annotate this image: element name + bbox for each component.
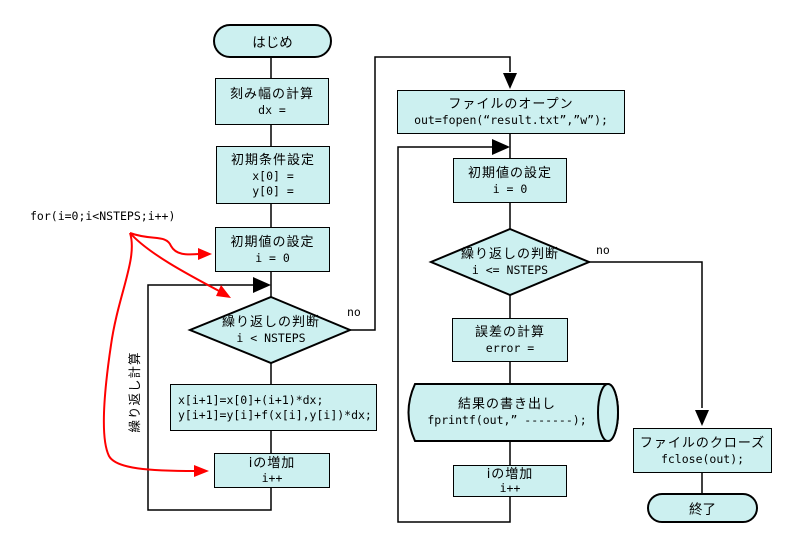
file-close-title: ファイルのクローズ [639, 435, 766, 451]
arrowhead-into-fileclose [695, 410, 709, 426]
write-result-code: fprintf(out,” -------); [427, 413, 587, 427]
for-loop-label: for(i=0;i<NSTEPS;i++) [30, 209, 176, 223]
end-label: 終了 [689, 502, 716, 518]
arrowhead-loop-junction-right [492, 139, 510, 155]
increment-code-right: i++ [499, 480, 521, 495]
file-open-code: out=fopen(“result.txt”,”w”); [414, 113, 608, 127]
red-arrowhead-decision [216, 285, 231, 298]
step-width-title: 刻み幅の計算 [229, 86, 314, 102]
increment-box-right: iの増加 i++ [453, 465, 567, 497]
decision-diamond-right [428, 227, 592, 297]
increment-box-left: iの増加 i++ [214, 453, 330, 488]
red-arrowhead-initvalue [198, 248, 212, 260]
start-terminal: はじめ [213, 24, 332, 58]
red-arrow-to-increment [102, 232, 197, 472]
error-calc-box: 誤差の計算 error = [452, 318, 568, 362]
decision-right-text: 繰り返しの判断 i <= NSTEPS [430, 234, 590, 290]
init-conditions-box: 初期条件設定 x[0] = y[0] = [216, 146, 330, 204]
file-open-title: ファイルのオープン [448, 97, 574, 112]
decision-right-cond: i <= NSTEPS [471, 263, 549, 277]
calc-line1: x[i+1]=x[0]+(i+1)*dx; [178, 392, 324, 407]
increment-title-right: iの増加 [486, 466, 534, 482]
end-terminal: 終了 [647, 493, 758, 523]
no-label-right: no [596, 243, 610, 257]
init-value-box-right: 初期値の設定 i = 0 [453, 158, 567, 203]
arrowhead-into-fileopen [503, 73, 517, 89]
init-value-title-right: 初期値の設定 [467, 165, 552, 181]
loop-back-right [397, 146, 511, 523]
init-value-box-left: 初期値の設定 i = 0 [215, 227, 330, 272]
increment-code-left: i++ [261, 470, 283, 485]
red-arrowhead-increment [194, 465, 209, 477]
no-branch-right-to-fileclose [589, 261, 703, 408]
calc-box: x[i+1]=x[0]+(i+1)*dx; y[i+1]=y[i]+f(x[i]… [170, 384, 377, 431]
loop-back-left [147, 284, 272, 511]
file-close-box: ファイルのクローズ fclose(out); [633, 428, 772, 473]
write-result-text: 結果の書き出し fprintf(out,” -------); [418, 388, 596, 436]
init-conditions-title: 初期条件設定 [230, 152, 315, 168]
cylinder-write-result-end [597, 383, 619, 442]
step-width-code: dx = [258, 102, 286, 117]
arrowhead-loop-junction-left [253, 277, 271, 293]
red-arrow-to-initvalue [129, 232, 200, 256]
decision-left-text: 繰り返しの判断 i < NSTEPS [191, 302, 351, 358]
decision-right-title: 繰り返しの判断 [460, 247, 559, 262]
init-value-code-left: i = 0 [255, 250, 290, 265]
init-conditions-code2: y[0] = [252, 183, 294, 198]
error-calc-code: error = [485, 341, 535, 355]
file-close-code: fclose(out); [660, 451, 745, 466]
no-branch-left-to-fileopen [350, 56, 511, 331]
error-calc-title: 誤差の計算 [474, 325, 545, 340]
no-label-left: no [347, 305, 361, 319]
decision-diamond-left [187, 295, 353, 365]
decision-left-title: 繰り返しの判断 [221, 315, 320, 330]
write-result-title: 結果の書き出し [457, 397, 556, 412]
increment-title-left: iの増加 [248, 455, 296, 471]
file-open-box: ファイルのオープン out=fopen(“result.txt”,”w”); [397, 90, 625, 134]
red-arrow-to-decision [129, 232, 222, 293]
loop-calc-vertical-label: 繰り返し計算 [127, 351, 142, 433]
decision-left-cond: i < NSTEPS [236, 331, 306, 345]
init-value-code-right: i = 0 [492, 181, 528, 196]
init-conditions-code1: x[0] = [252, 168, 294, 183]
init-value-title-left: 初期値の設定 [230, 234, 315, 250]
start-label: はじめ [252, 35, 293, 51]
calc-line2: y[i+1]=y[i]+f(x[i],y[i])*dx; [178, 407, 372, 422]
step-width-box: 刻み幅の計算 dx = [215, 78, 329, 125]
